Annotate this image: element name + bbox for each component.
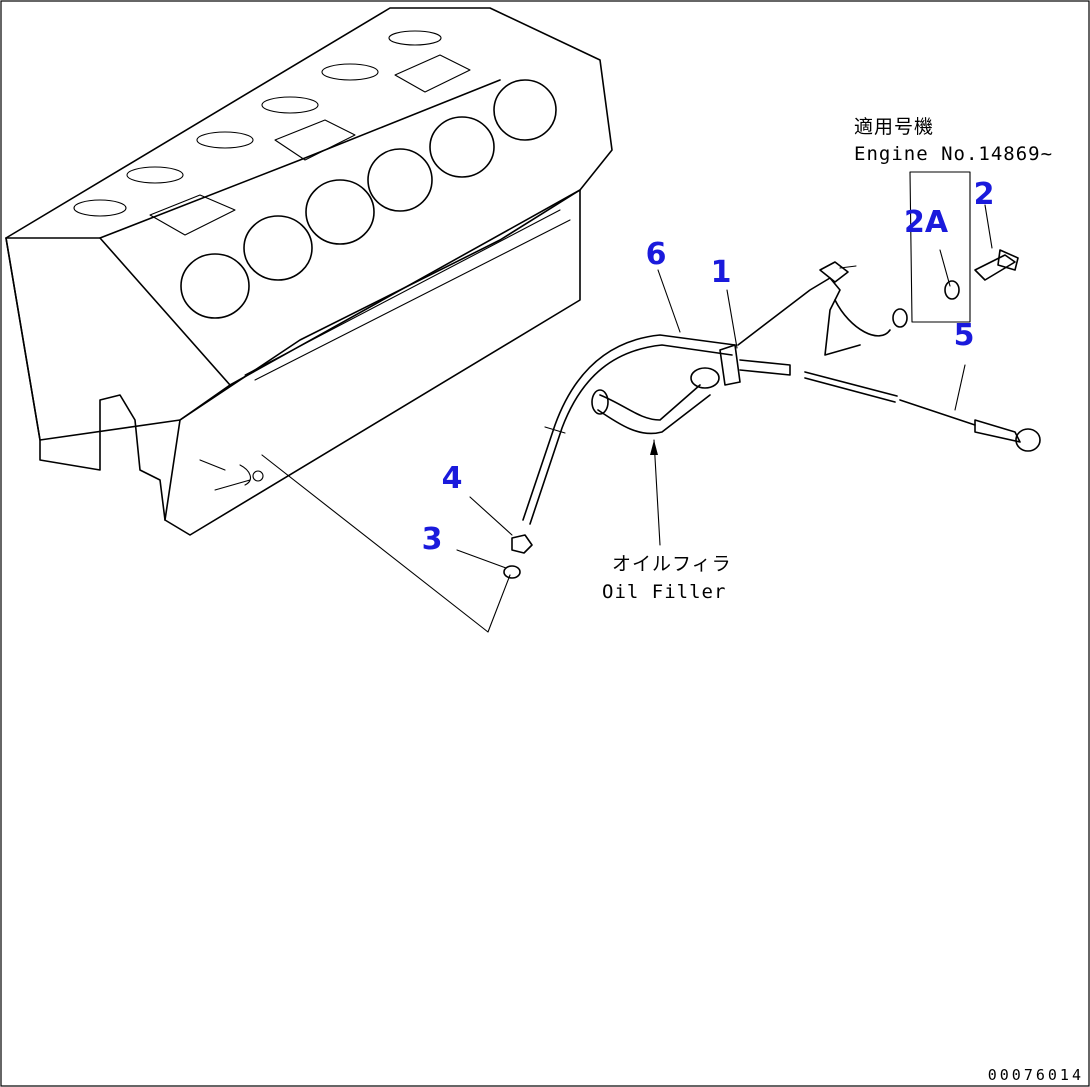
oil-filler-en: Oil Filler [602, 581, 726, 603]
oil-filler-jp: オイルフィラ [612, 553, 732, 575]
callout-3: 3 [422, 522, 443, 557]
plug-part-4 [511, 534, 533, 554]
callout-4: 4 [442, 461, 463, 496]
gasket-part-3 [503, 565, 521, 579]
drawing-code: 00076014 [988, 1066, 1084, 1084]
leader-lines [456, 171, 993, 569]
callout-2: 2 [974, 177, 995, 212]
callout-1: 1 [711, 255, 732, 290]
applicability-jp: 適用号機 [854, 116, 934, 138]
applicability-en: Engine No.14869~ [854, 143, 1053, 165]
callout-5: 5 [954, 318, 975, 353]
leader-block [261, 454, 511, 633]
dipstick [804, 371, 1041, 452]
engine-block [5, 7, 613, 536]
callout-2A: 2A [904, 205, 949, 240]
bolt-part-2 [974, 249, 1019, 281]
callout-6: 6 [646, 237, 667, 272]
filler-pipe [522, 334, 736, 525]
bracket-and-guide [719, 261, 960, 386]
